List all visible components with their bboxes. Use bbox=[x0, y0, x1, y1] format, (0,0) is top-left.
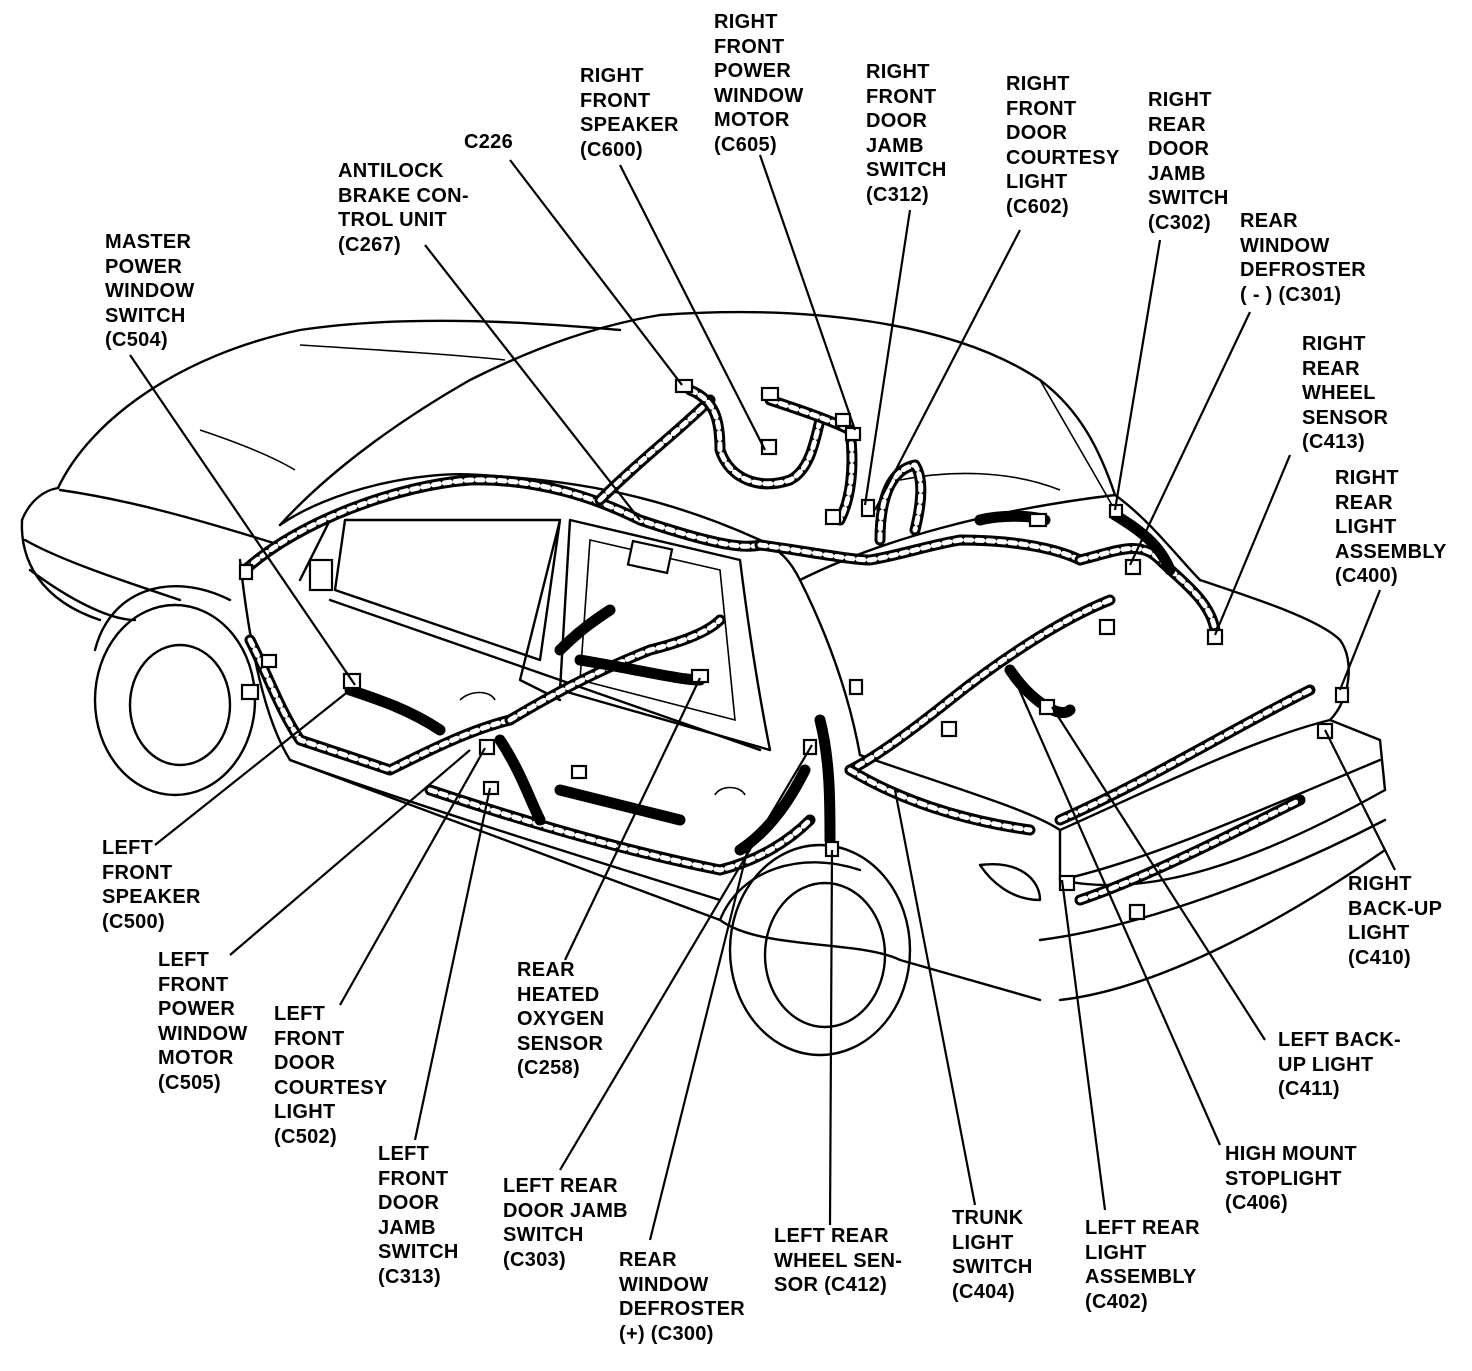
label-rear-window-defroster-pos: REAR WINDOW DEFROSTER (+) (C300) bbox=[619, 1249, 746, 1345]
leader-lines bbox=[129, 154, 1396, 1241]
label-left-rear-wheel-sensor: LEFT REAR WHEEL SEN- SOR (C412) bbox=[774, 1225, 903, 1296]
label-left-back-up-light: LEFT BACK- UP LIGHT (C411) bbox=[1278, 1029, 1401, 1100]
label-right-front-door-jamb-switch: RIGHT FRONT DOOR JAMB SWITCH (C312) bbox=[866, 61, 947, 206]
label-c226: C226 bbox=[464, 131, 514, 153]
connectors bbox=[238, 378, 1350, 921]
label-high-mount-stoplight: HIGH MOUNT STOPLIGHT (C406) bbox=[1225, 1143, 1357, 1214]
label-right-rear-door-jamb-switch: RIGHT REAR DOOR JAMB SWITCH (C302) bbox=[1148, 89, 1229, 234]
label-rear-heated-oxygen-sensor: REAR HEATED OXYGEN SENSOR (C258) bbox=[517, 959, 605, 1079]
label-left-front-door-jamb-switch: LEFT FRONT DOOR JAMB SWITCH (C313) bbox=[378, 1143, 459, 1288]
label-master-power-window-switch: MASTER POWER WINDOW SWITCH (C504) bbox=[105, 231, 195, 351]
wiring-harness bbox=[239, 384, 1316, 906]
label-right-back-up-light: RIGHT BACK-UP LIGHT (C410) bbox=[1348, 873, 1443, 969]
label-right-rear-wheel-sensor: RIGHT REAR WHEEL SENSOR (C413) bbox=[1302, 333, 1389, 453]
label-right-front-speaker: RIGHT FRONT SPEAKER (C600) bbox=[580, 65, 679, 161]
label-right-front-power-window-motor: RIGHT FRONT POWER WINDOW MOTOR (C605) bbox=[714, 11, 804, 156]
label-left-rear-light-assembly: LEFT REAR LIGHT ASSEMBLY (C402) bbox=[1085, 1217, 1200, 1313]
label-left-front-power-window-motor: LEFT FRONT POWER WINDOW MOTOR (C505) bbox=[158, 949, 248, 1094]
label-right-rear-light-assembly: RIGHT REAR LIGHT ASSEMBLY (C400) bbox=[1335, 467, 1447, 587]
label-antilock-brake-control-unit: ANTILOCK BRAKE CON- TROL UNIT (C267) bbox=[338, 160, 469, 256]
label-left-front-speaker: LEFT FRONT SPEAKER (C500) bbox=[102, 837, 201, 933]
label-rear-window-defroster-neg: REAR WINDOW DEFROSTER ( - ) (C301) bbox=[1240, 210, 1367, 306]
label-left-front-door-courtesy-light: LEFT FRONT DOOR COURTESY LIGHT (C502) bbox=[274, 1003, 388, 1148]
label-left-rear-door-jamb-switch: LEFT REAR DOOR JAMB SWITCH (C303) bbox=[503, 1175, 628, 1271]
label-right-front-door-courtesy-light: RIGHT FRONT DOOR COURTESY LIGHT (C602) bbox=[1006, 73, 1120, 218]
label-trunk-light-switch: TRUNK LIGHT SWITCH (C404) bbox=[952, 1207, 1033, 1303]
